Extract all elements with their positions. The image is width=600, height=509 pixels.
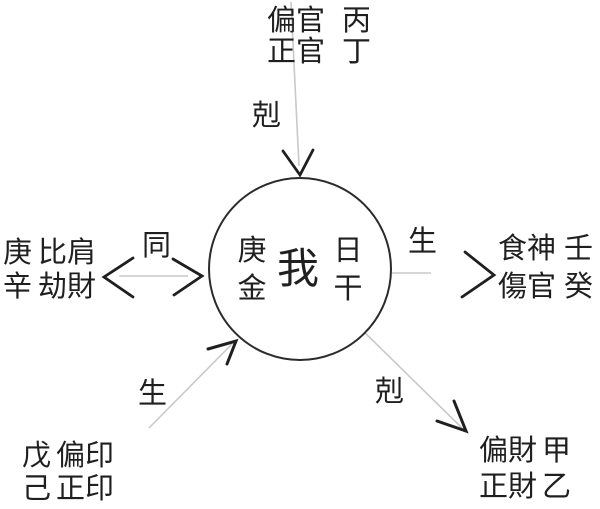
stem-label: 丙: [342, 5, 372, 37]
right-arrowhead: [460, 250, 497, 299]
god-label: 偏財: [479, 435, 538, 467]
bottom-left-connector-line: [148, 343, 233, 429]
stem-label: 戊: [22, 440, 52, 472]
god-label: 食神: [498, 233, 557, 265]
stem-label: 甲: [542, 435, 572, 467]
day-stem-caption: 日干: [333, 235, 363, 305]
relation-label-right: 生: [408, 226, 438, 258]
bottom-right-connector-line: [355, 323, 463, 429]
group-officers-top: 偏官 丙 正官 丁: [267, 6, 371, 68]
top-arrowhead: [281, 148, 315, 178]
relation-label-left: 同: [142, 230, 172, 262]
bottom-right-arrowhead: [435, 399, 469, 434]
day-master-center: 庚金 我 日干: [236, 232, 364, 308]
god-label: 傷官: [498, 271, 557, 303]
bottom-left-arrowhead: [206, 338, 239, 366]
relation-label-bottom-right: 剋: [375, 376, 405, 408]
stem-label: 己: [22, 473, 52, 505]
group-resources-bottom-left: 戊 偏印 己 正印: [22, 440, 114, 506]
left-inward-arrowhead: [171, 257, 205, 297]
god-label: 正官: [267, 36, 326, 68]
god-label: 偏印: [56, 440, 115, 472]
group-wealth-bottom-right: 偏財 甲 正財 乙: [479, 433, 571, 505]
god-label: 正印: [56, 473, 115, 505]
relation-label-top: 剋: [252, 100, 282, 132]
group-peers-left: 庚 比肩 辛 劫財: [3, 236, 96, 304]
god-label: 正財: [479, 471, 538, 503]
day-master-stem-element: 庚金: [237, 235, 267, 305]
stem-label: 辛: [3, 271, 33, 303]
relation-label-bottom-left: 生: [138, 378, 168, 410]
stem-label: 庚: [3, 237, 33, 269]
god-label: 偏官: [267, 5, 326, 37]
god-label: 比肩: [38, 237, 97, 269]
stem-label: 乙: [542, 471, 572, 503]
group-outputs-right: 食神 壬 傷官 癸: [498, 230, 593, 306]
god-label: 劫財: [38, 271, 97, 303]
stem-label: 丁: [342, 36, 372, 68]
stem-label: 壬: [564, 233, 594, 265]
top-connector-line: [290, 1, 300, 167]
stem-label: 癸: [564, 271, 594, 303]
day-master-circle: [208, 177, 392, 361]
left-outward-arrowhead: [101, 256, 135, 299]
me-label: 我: [276, 247, 320, 293]
